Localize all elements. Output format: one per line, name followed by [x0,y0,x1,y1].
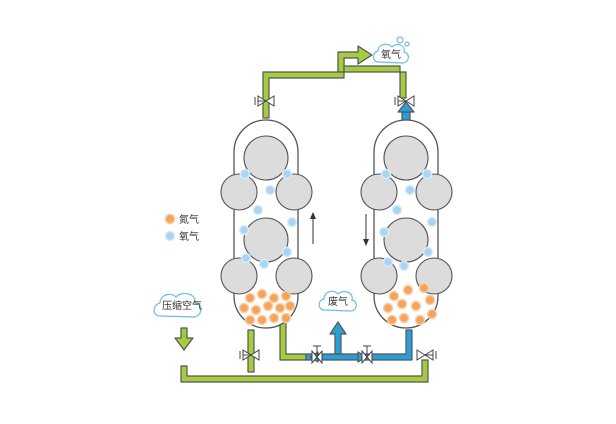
sieve-ball [275,257,313,295]
valve-right-top [394,95,415,107]
up-arrow-icon [310,212,316,244]
nitrogen-particle [262,300,274,312]
legend-item-oxygen: 氧气 [164,230,199,243]
nitrogen-particle [274,302,286,314]
nitrogen-particle [244,314,256,326]
oxygen-dot-icon [164,230,176,242]
oxygen-particle [239,168,251,180]
nitrogen-particle [414,314,426,326]
sieve-ball [220,257,258,295]
oxygen-particle [286,216,298,228]
oxygen-particle [258,258,270,270]
legend-label-nitrogen: 氮气 [179,213,199,226]
left-bottom-pipe [247,329,255,373]
nitrogen-dot-icon [164,213,176,225]
oxygen-particle [404,184,416,196]
nitrogen-particle [256,314,268,326]
nitrogen-particle [256,288,268,300]
exhaust-label: 废气 [328,295,348,308]
sieve-ball [220,173,258,211]
sieve-ball [243,135,289,181]
sieve-ball [415,173,453,211]
nitrogen-particle [426,308,438,320]
compressed-air-cloud: 压缩空气 [153,292,202,318]
oxygen-particle [281,246,293,258]
nitrogen-particle [268,312,280,324]
right-adsorption-tower [360,119,453,329]
product-outlet-arrow [337,45,373,73]
nitrogen-particle [244,292,256,304]
nitrogen-particle [398,312,410,324]
nitrogen-particle [396,298,408,310]
compressed-air-label: 压缩空气 [162,299,202,312]
nitrogen-particle [418,282,430,294]
sieve-ball [383,217,429,263]
nitrogen-particle [410,300,422,312]
nitrogen-particle [386,314,398,326]
down-arrow-icon [363,214,369,246]
gas-particles [238,168,438,326]
valve-right-bottom [416,349,437,361]
oxygen-particle [238,224,250,236]
oxygen-particle [380,168,392,180]
valve-left-bottom [239,349,260,361]
oxygen-particle [421,168,433,180]
legend-item-nitrogen: 氮气 [164,213,199,226]
left-exhaust-branch [279,321,307,361]
oxygen-particle [391,204,403,216]
sieve-ball [360,173,398,211]
nitrogen-particle [284,300,296,312]
left-adsorption-tower [220,119,313,329]
legend-label-oxygen: 氧气 [179,230,199,243]
oxygen-particle [264,184,276,196]
exhaust-outlet-pipe [329,321,347,355]
oxygen-output-label: 氧气 [381,48,401,61]
nitrogen-particle [250,304,262,316]
sieve-ball [275,173,313,211]
oxygen-particle [398,260,410,272]
oxygen-particle [252,204,264,216]
nitrogen-particle [280,312,292,324]
valve-exhaust-right [361,345,373,365]
oxygen-output-cloud: 氧气 [372,36,410,64]
oxygen-particle [240,252,252,264]
compressed-air-inlet-arrow [174,327,194,351]
legend: 氮气 氧气 [164,213,199,243]
nitrogen-particle [280,290,292,302]
nitrogen-particle [268,292,280,304]
sieve-ball [383,135,429,181]
right-top-arrow [397,101,415,113]
green-pipe-network [174,45,429,383]
oxygen-particle [426,216,438,228]
product-header-pipe [262,57,407,119]
feed-header-pipe [180,359,429,383]
valve-exhaust-left [311,345,323,365]
nitrogen-particle [382,302,394,314]
valve-left-top [254,95,275,107]
nitrogen-particle [402,284,414,296]
nitrogen-particle [424,294,436,306]
exhaust-cloud: 废气 [318,290,357,312]
oxygen-particle [378,226,390,238]
oxygen-particle [281,168,293,180]
nitrogen-particle [388,290,400,302]
oxygen-particle [382,256,394,268]
oxygen-particle [422,246,434,258]
nitrogen-particle [238,302,250,314]
flow-direction-arrows [310,212,369,246]
valves [239,95,437,365]
sieve-ball [243,217,289,263]
